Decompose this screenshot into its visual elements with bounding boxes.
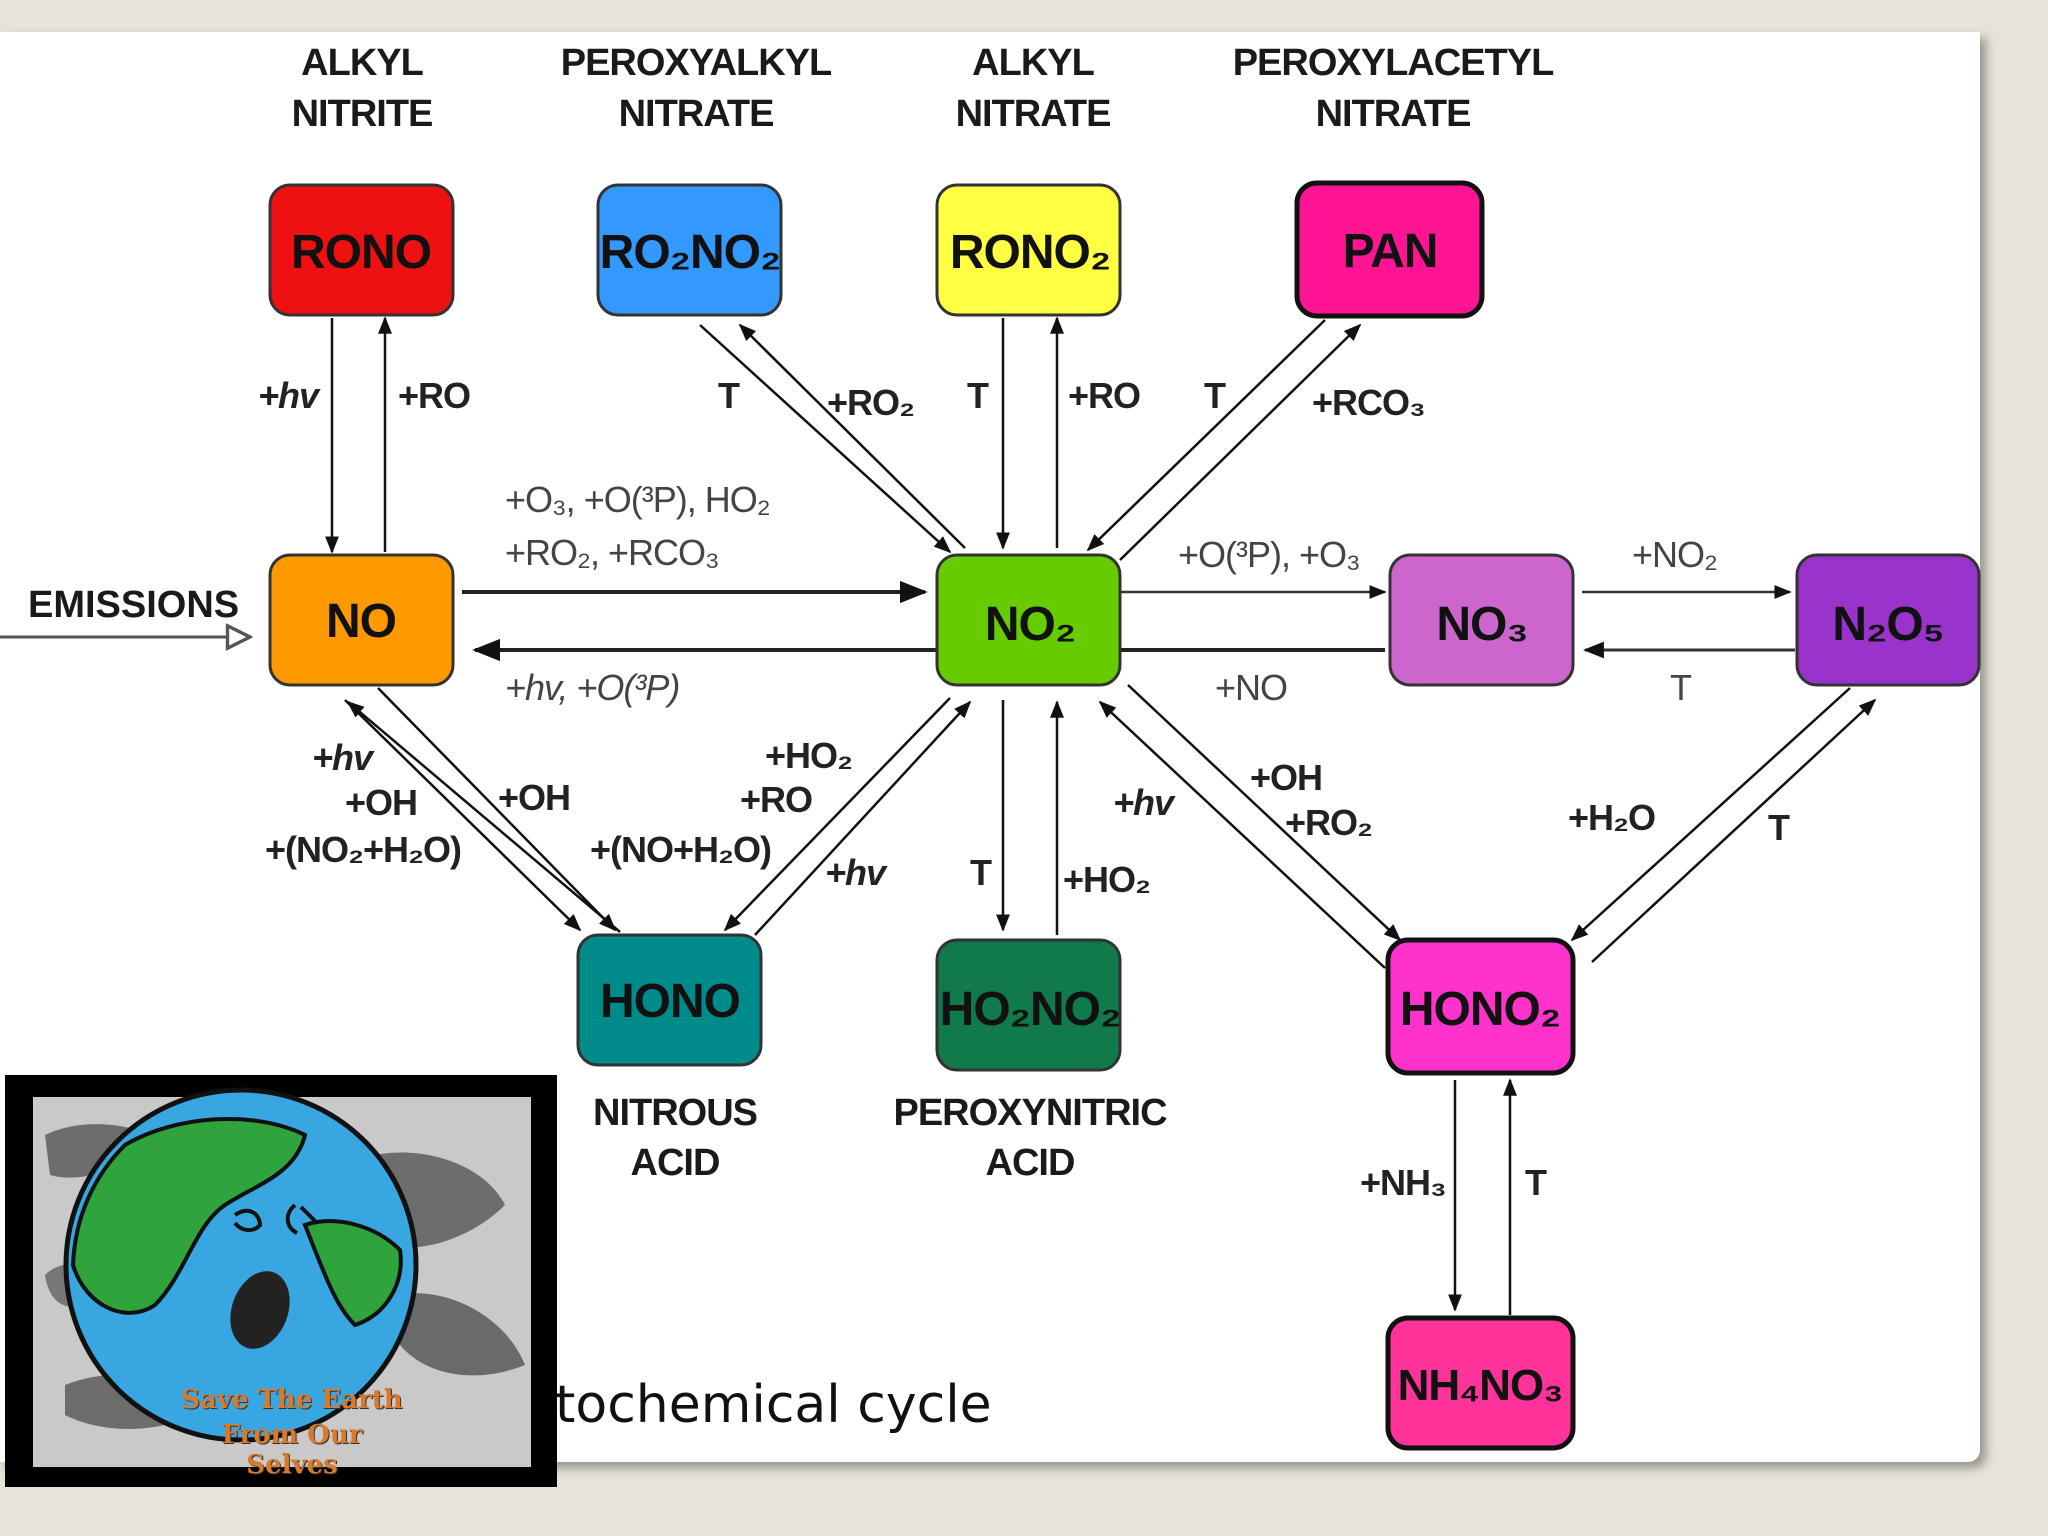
arrow-no2-to-hono [723, 697, 951, 932]
rx-rono2-ro: +RO [1068, 375, 1140, 416]
rx-no-no2-line1: +O₃, +O(³P), HO₂ [505, 479, 770, 520]
rx-nh4no3-hono2: T [1525, 1162, 1547, 1203]
alkyl-nitrate-label-2: NITRATE [956, 93, 1111, 135]
arrow-hono2-to-no2 [1098, 700, 1386, 969]
node-no2-label: NO₂ [985, 598, 1075, 651]
arrow-no2-to-pan [1119, 323, 1362, 561]
rx-no3-no2: +NO [1215, 667, 1287, 708]
rx-hono2-n2o5: T [1768, 807, 1790, 848]
slide-caption: tochemical cycle [555, 1375, 992, 1435]
rx-no2-ho2no2: T [970, 852, 992, 893]
arrow-hono2-to-n2o5 [1591, 698, 1877, 963]
save-earth-cartoon: Save The Earth From Our Selves [5, 1075, 557, 1487]
rx-hono-no2: +hv [825, 852, 888, 893]
alkyl-nitrate-label-1: ALKYL [972, 42, 1094, 84]
node-hono-label: HONO [600, 975, 740, 1028]
node-n2o5: N₂O₅ [1795, 553, 1981, 687]
node-hono2-label: HONO₂ [1400, 983, 1560, 1036]
nitrous-acid-label-1: NITROUS [593, 1092, 757, 1134]
alkyl-nitrite-label-1: ALKYL [301, 42, 423, 84]
node-no3-label: NO₃ [1436, 598, 1527, 651]
rx-rono-to-no: +hv [258, 375, 321, 416]
node-rono2: RONO₂ [935, 183, 1122, 317]
arrow-pan-to-no2 [1086, 319, 1326, 552]
peroxylacetyl-nitrate-label-2: NITRATE [1316, 93, 1471, 135]
node-n2o5-label: N₂O₅ [1832, 598, 1943, 651]
rx-no3-n2o5: +NO₂ [1632, 534, 1717, 575]
node-ro2no2: RO₂NO₂ [596, 183, 783, 317]
rx-ro2no2-ro2: +RO₂ [827, 382, 914, 423]
rx-pan-rco3: +RCO₃ [1312, 382, 1425, 423]
node-hono: HONO [576, 933, 763, 1067]
node-ho2no2-label: HO₂NO₂ [940, 983, 1121, 1036]
rx-no2-no: +hv, +O(³P) [505, 667, 679, 708]
peroxylacetyl-nitrate-label-1: PEROXYLACETYL [1233, 42, 1554, 84]
arrow-hono-to-no2 [754, 700, 972, 936]
node-no-label: NO [326, 595, 396, 648]
node-hono2: HONO₂ [1385, 937, 1576, 1076]
rx-hono-no-1: +hv [312, 737, 375, 778]
node-no2: NO₂ [935, 553, 1122, 687]
rx-no2-hono-2: +RO [740, 779, 812, 820]
arrow-no2-to-hono2 [1127, 684, 1402, 942]
rx-hono-no-2: +OH [345, 782, 417, 823]
rx-n2o5-hono2: +H₂O [1568, 797, 1655, 838]
node-rono2-label: RONO₂ [950, 226, 1110, 279]
arrow-hono-to-no [346, 700, 621, 933]
node-rono: RONO [268, 183, 455, 317]
arrow-no2-to-ro2no2 [738, 323, 966, 549]
node-ho2no2: HO₂NO₂ [935, 938, 1122, 1072]
node-nh4no3-label: NH₄NO₃ [1398, 1361, 1563, 1410]
peroxyalkyl-nitrate-label-1: PEROXYALKYL [561, 42, 832, 84]
rx-ho2no2-no2: +HO₂ [1063, 859, 1150, 900]
cartoon-caption-line1: Save The Earth [181, 1385, 403, 1415]
rx-hono-no-3: +(NO₂+H₂O) [265, 829, 461, 870]
node-no: NO [268, 553, 455, 687]
rx-hono2-nh4no3: +NH₃ [1360, 1162, 1446, 1203]
node-nh4no3: NH₄NO₃ [1385, 1315, 1576, 1451]
rx-no-no2-line2: +RO₂, +RCO₃ [505, 532, 719, 573]
rx-hono2-no2: +hv [1113, 782, 1176, 823]
earth-cartoon-image [33, 1087, 531, 1467]
rx-n2o5-no3: T [1670, 667, 1692, 708]
rx-no2-hono2-1: +OH [1250, 757, 1322, 798]
arrow-ro2no2-to-no2 [699, 324, 952, 554]
arrow-no-to-hono [377, 687, 617, 932]
rx-no2-no3: +O(³P), +O₃ [1178, 534, 1360, 575]
rx-no2-hono-1: +HO₂ [765, 735, 852, 776]
node-rono-label: RONO [291, 226, 431, 279]
peroxynitric-acid-label-1: PEROXYNITRIC [893, 1092, 1167, 1134]
peroxyalkyl-nitrate-label-2: NITRATE [619, 93, 774, 135]
node-ro2no2-label: RO₂NO₂ [600, 226, 781, 279]
arrow-n2o5-to-hono2 [1570, 687, 1851, 942]
node-no3: NO₃ [1388, 553, 1575, 687]
cartoon-caption-line2: From Our Selves [221, 1420, 363, 1480]
arrow-hono-to-no-line [344, 699, 582, 932]
rx-no2-hono2-2: +RO₂ [1285, 802, 1372, 843]
rx-no-hono: +OH [498, 777, 570, 818]
peroxynitric-acid-label-2: ACID [986, 1142, 1075, 1184]
node-pan-label: PAN [1343, 225, 1438, 278]
node-pan: PAN [1294, 180, 1485, 319]
rx-ro2no2-T: T [718, 375, 740, 416]
emissions-label: EMISSIONS [28, 584, 239, 626]
alkyl-nitrite-label-2: NITRITE [292, 93, 433, 135]
rx-no2-hono-3: +(NO+H₂O) [590, 829, 771, 870]
rx-rono2-T: T [967, 375, 989, 416]
rx-pan-T: T [1204, 375, 1226, 416]
rx-no-to-rono: +RO [398, 375, 470, 416]
nitrous-acid-label-2: ACID [631, 1142, 720, 1184]
